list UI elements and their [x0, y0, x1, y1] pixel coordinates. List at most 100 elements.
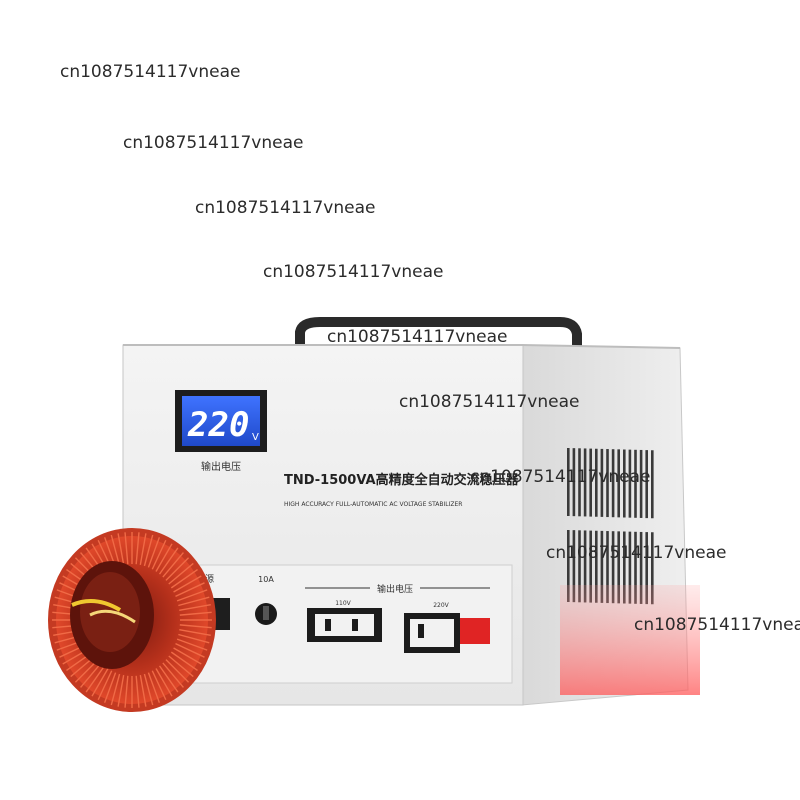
vent-slot: [572, 530, 576, 603]
lcd-reading: 220: [187, 405, 249, 445]
vent-slot: [651, 532, 654, 605]
lcd-screen: [182, 396, 260, 446]
coil-winding: [151, 539, 167, 570]
vent-slot: [628, 449, 632, 518]
coil-winding: [179, 629, 211, 636]
watermark-2: cn1087514117vneae: [123, 133, 304, 153]
vent-slot: [634, 449, 637, 518]
coil-winding: [139, 675, 147, 707]
vent-slot: [589, 530, 592, 603]
coil-winding: [175, 582, 205, 597]
vent-slot: [583, 448, 587, 517]
coil-winding: [151, 670, 167, 701]
coil-winding: [124, 675, 129, 708]
vent-slot: [645, 532, 648, 605]
vent-slot: [611, 449, 615, 518]
coil-winding: [165, 557, 190, 581]
vent-slot: [578, 530, 581, 603]
vent-slot: [595, 530, 598, 603]
lcd-label: 输出电压: [201, 460, 241, 473]
coil-winding: [179, 611, 212, 616]
socket-110-label: 110V: [335, 600, 351, 607]
coil-winding: [178, 596, 210, 607]
vent-slot: [623, 531, 626, 604]
coil-winding: [165, 659, 190, 683]
watermark-4: cn1087514117vneae: [263, 262, 444, 282]
coil-winding: [158, 547, 179, 575]
coil-winding: [110, 673, 121, 706]
coil-winding: [179, 624, 212, 629]
side-vents: [567, 448, 654, 605]
coil-winding: [97, 670, 113, 701]
red-glow: [560, 585, 700, 695]
coil-winding: [175, 643, 205, 658]
vent-slot: [572, 448, 576, 517]
left-label: 源: [205, 574, 214, 585]
coil-winding: [168, 655, 194, 678]
vent-slot: [589, 448, 592, 517]
coil-winding: [103, 672, 117, 703]
vent-slot: [634, 531, 637, 604]
coil-winding: [110, 534, 121, 567]
vent-slot: [617, 531, 620, 604]
vent-slot: [567, 530, 570, 602]
vent-slot: [611, 531, 615, 604]
watermark-9: cn1087514117vneae: [634, 615, 800, 635]
coil-winding: [170, 568, 198, 589]
vent-slot: [600, 448, 604, 517]
carry-handle: [295, 317, 582, 350]
vent-slot: [600, 530, 604, 603]
lcd-unit: V: [252, 432, 259, 443]
coil-winding: [143, 534, 154, 567]
watermark-3: cn1087514117vneae: [195, 198, 376, 218]
coil-winding: [168, 562, 194, 585]
coil-winding: [85, 665, 106, 693]
vent-slot: [628, 531, 632, 604]
watermark-6: cn1087514117vneae: [399, 392, 580, 412]
coil-winding: [135, 532, 140, 565]
vent-slot: [583, 530, 587, 603]
vent-slot: [595, 448, 598, 517]
coil-winding: [143, 673, 154, 706]
watermark-8: cn1087514117vneae: [546, 543, 727, 563]
red-indicator: [460, 618, 490, 644]
socket-220-label: 220V: [433, 602, 449, 609]
vent-slot: [639, 531, 643, 604]
vent-slot: [606, 449, 609, 518]
coil-winding: [173, 575, 202, 593]
coil-winding: [170, 651, 198, 672]
coil-winding: [91, 668, 109, 697]
vent-slot: [623, 449, 626, 518]
vent-slot: [606, 531, 609, 604]
vent-slot: [567, 448, 570, 516]
coil-winding: [139, 533, 147, 565]
toroidal-coil: [48, 528, 216, 712]
coil-winding: [147, 537, 161, 568]
coil-winding: [80, 662, 102, 688]
coil-winding: [155, 543, 173, 572]
coil-winding: [178, 633, 210, 644]
coil-winding: [179, 604, 211, 611]
coil-winding: [117, 533, 125, 565]
coil-winding: [158, 665, 179, 693]
coil-winding: [147, 672, 161, 703]
coil-winding: [135, 675, 140, 708]
model-subtitle: HIGH ACCURACY FULL-AUTOMATIC AC VOLTAGE …: [284, 501, 462, 508]
watermark-1: cn1087514117vneae: [60, 62, 241, 82]
output-group-label: 输出电压: [377, 583, 413, 595]
vent-slot: [645, 450, 648, 519]
model-title: TND-1500VA高精度全自动交流稳压器: [284, 472, 520, 488]
coil-winding: [117, 675, 125, 707]
vent-slot: [639, 449, 643, 518]
watermark-7: cn1087514117vneae: [470, 467, 651, 487]
fuse-rating: 10A: [258, 575, 274, 584]
coil-winding: [176, 589, 208, 602]
vent-slot: [578, 448, 581, 517]
coil-winding: [124, 532, 129, 565]
coil-winding: [162, 662, 184, 688]
coil-winding: [173, 647, 202, 665]
coil-winding: [155, 668, 173, 697]
watermark-5: cn1087514117vneae: [327, 327, 508, 347]
vent-slot: [651, 450, 654, 519]
